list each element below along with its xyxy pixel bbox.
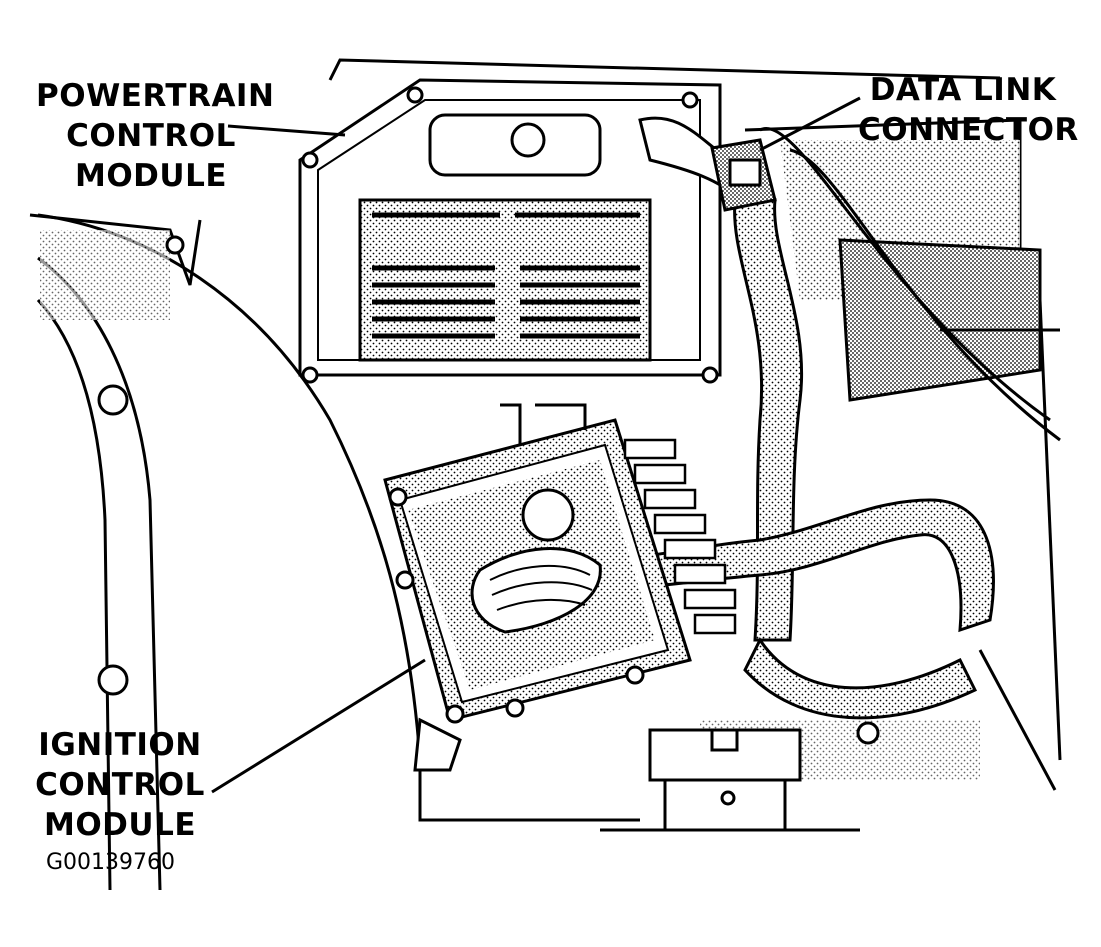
dlc-label: DATA LINK CONNECTOR xyxy=(858,70,1079,150)
ignition-control-module xyxy=(383,403,737,724)
pcm-leader-line xyxy=(227,124,346,137)
dlc-label-line-1: DATA LINK xyxy=(869,72,1057,108)
icm-label-line-3: MODULE xyxy=(43,807,197,843)
dlc-label-line-2: CONNECTOR xyxy=(858,112,1079,148)
figure-id: G00139760 xyxy=(46,850,176,875)
icm-label-line-2: CONTROL xyxy=(35,767,205,803)
leader-lines xyxy=(211,96,861,794)
data-link-connector xyxy=(710,138,777,212)
dlc-leader-line xyxy=(759,96,861,152)
icm-leader-line xyxy=(211,658,426,794)
pcm-label: POWERTRAIN CONTROL MODULE xyxy=(36,76,275,196)
mount-bracket xyxy=(413,717,880,832)
pcm-label-line-3: MODULE xyxy=(74,158,228,194)
wiring-harness xyxy=(583,116,1061,720)
icm-label: IGNITION CONTROL MODULE xyxy=(30,725,210,845)
powertrain-control-module xyxy=(298,78,722,384)
pcm-label-line-1: POWERTRAIN xyxy=(36,78,275,114)
icm-label-line-1: IGNITION xyxy=(38,727,202,763)
pcm-label-line-2: CONTROL xyxy=(66,118,236,154)
